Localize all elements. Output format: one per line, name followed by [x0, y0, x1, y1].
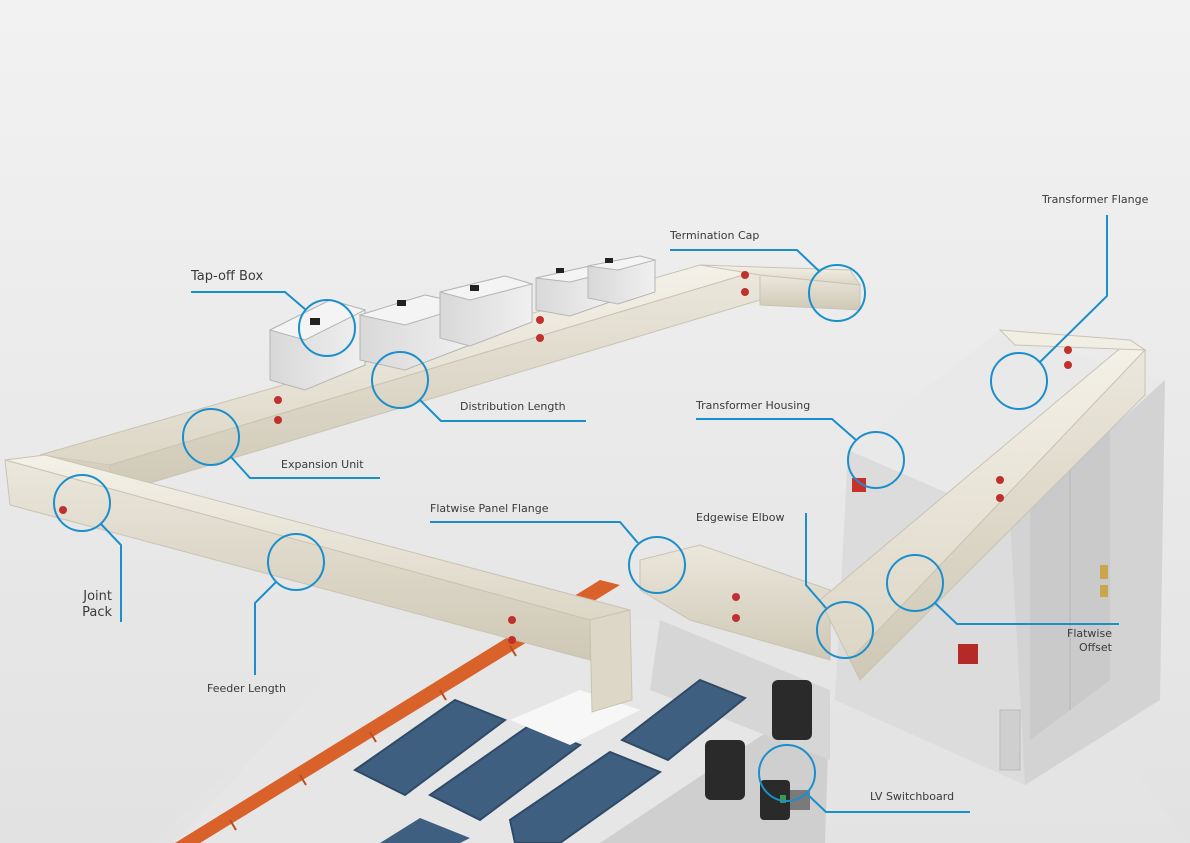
blue-pad: [620, 678, 747, 762]
leader-termination-cap: [670, 249, 821, 273]
blue-pad: [428, 723, 583, 822]
leader-distribution-length: [419, 399, 586, 422]
copper-bar: [175, 580, 620, 843]
callout-circle-termination-cap: [808, 264, 866, 322]
callout-circle-joint-pack: [53, 474, 111, 532]
callout-circle-tap-off-box: [298, 299, 356, 357]
label-edgewise-elbow: Edgewise Elbow: [696, 511, 785, 524]
callout-circle-transformer-housing: [847, 431, 905, 489]
tap-off-boxes: [268, 255, 657, 391]
leader-transformer-housing: [696, 418, 857, 441]
leader-edgewise-elbow: [805, 513, 827, 609]
callout-circle-flatwise-offset: [886, 554, 944, 612]
leader-flatwise-offset: [934, 602, 1119, 625]
label-distribution-length: Distribution Length: [460, 400, 566, 413]
callout-circle-feeder-length: [267, 533, 325, 591]
label-flatwise-panel-flange: Flatwise Panel Flange: [430, 502, 549, 515]
leader-feeder-length: [254, 581, 277, 675]
callout-circle-lv-switchboard: [758, 744, 816, 802]
label-joint: Joint: [83, 589, 112, 604]
label-transformer-housing: Transformer Housing: [696, 399, 811, 412]
leader-tap-off-box: [191, 291, 307, 311]
leader-joint-pack: [99, 522, 122, 622]
callout-circle-transformer-flange: [990, 352, 1048, 410]
callouts: [53, 215, 1119, 813]
label-feeder-length: Feeder Length: [207, 682, 286, 695]
blue-pad: [353, 698, 508, 797]
label-offset: Offset: [1078, 641, 1112, 654]
label-pack: Pack: [82, 605, 112, 620]
leader-expansion-unit: [230, 456, 380, 479]
callout-circle-edgewise-elbow: [816, 601, 874, 659]
label-tap-off-box: Tap-off Box: [191, 269, 264, 284]
label-flatwise-offset: Flatwise Offset: [1052, 627, 1112, 655]
blue-pad: [380, 818, 470, 843]
leader-flatwise-panel-flange: [430, 521, 639, 544]
label-transformer-flange: Transformer Flange: [1042, 193, 1149, 206]
label-flatwise: Flatwise: [1067, 627, 1112, 640]
callout-circle-distribution-length: [371, 351, 429, 409]
callout-circle-expansion-unit: [182, 408, 240, 466]
label-termination-cap: Termination Cap: [670, 229, 760, 242]
label-expansion-unit: Expansion Unit: [281, 458, 364, 471]
leader-lv-switchboard: [805, 792, 970, 813]
label-lv-switchboard: LV Switchboard: [870, 790, 955, 803]
blue-pad: [508, 750, 663, 843]
leader-transformer-flange: [1039, 215, 1108, 363]
callout-circle-flatwise-panel-flange: [628, 536, 686, 594]
label-joint-pack: Joint Pack: [62, 590, 112, 620]
